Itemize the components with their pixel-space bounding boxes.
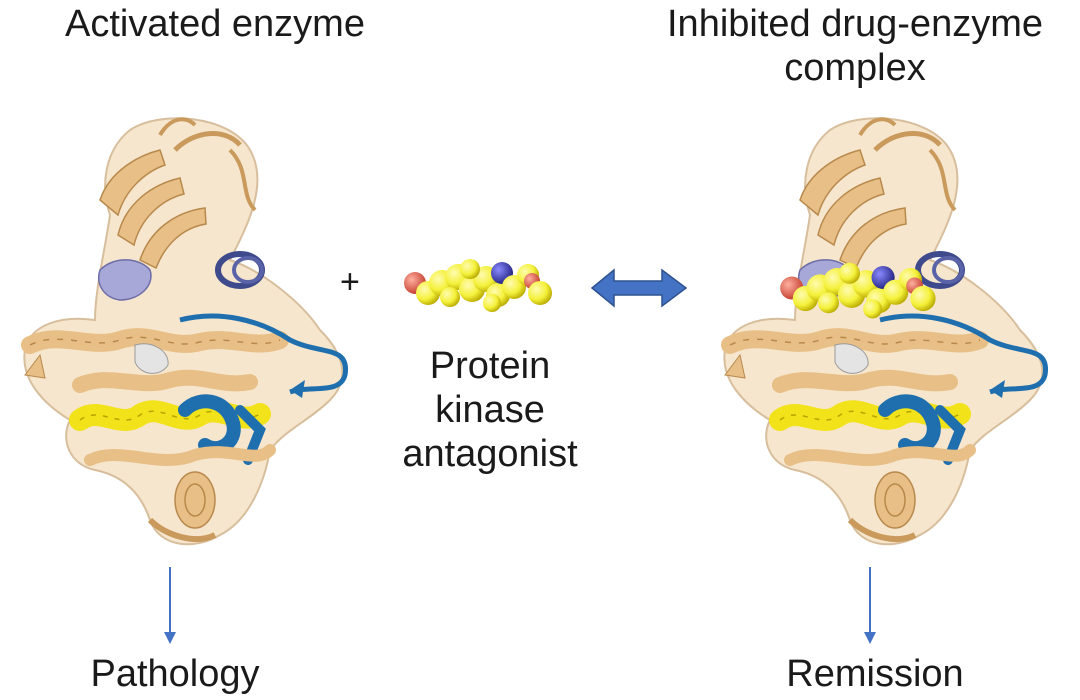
title-inhibited-complex: Inhibited drug-enzyme complex — [630, 2, 1080, 90]
equilibrium-arrow — [590, 268, 688, 308]
drug-label: Protein kinase antagonist — [370, 344, 610, 476]
activated-enzyme-structure — [24, 118, 345, 544]
arrow-to-remission — [864, 567, 876, 644]
drug-label-line3: antagonist — [402, 433, 578, 475]
title-inhibited-line2: complex — [784, 47, 926, 89]
arrow-to-pathology — [164, 567, 176, 644]
inhibited-complex-structure — [724, 118, 1045, 544]
title-inhibited-line1: Inhibited drug-enzyme — [667, 3, 1043, 45]
outcome-pathology: Pathology — [90, 653, 260, 695]
drug-label-line2: kinase — [435, 389, 545, 431]
title-activated-enzyme: Activated enzyme — [65, 3, 365, 45]
outcome-remission: Remission — [786, 653, 964, 695]
drug-molecule — [404, 259, 552, 312]
plus-sign: + — [340, 263, 360, 301]
drug-label-line1: Protein — [429, 345, 551, 387]
